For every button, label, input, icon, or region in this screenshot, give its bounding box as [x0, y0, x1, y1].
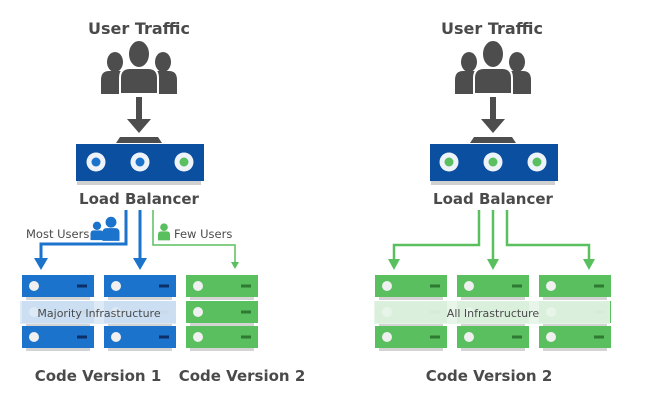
load-balancer-label-right: Load Balancer: [433, 190, 554, 208]
server-led-icon: [111, 332, 121, 342]
lb-light-1-right: [439, 152, 459, 172]
right-panel: User Traffic Load Balance: [374, 19, 611, 385]
server-unit: [539, 275, 611, 300]
users-group-icon-right: [454, 39, 532, 95]
server-led-icon: [111, 281, 121, 291]
server-unit: [186, 326, 258, 351]
server-led-icon: [546, 281, 556, 291]
most-users-label: Most Users: [26, 227, 89, 241]
server-led-icon: [193, 332, 203, 342]
route-center: [487, 210, 499, 270]
users-group-icon: [100, 39, 178, 95]
server-unit: [457, 275, 529, 300]
server-led-icon: [382, 332, 392, 342]
majority-infrastructure-label: Majority Infrastructure: [37, 307, 160, 320]
server-led-icon: [464, 332, 474, 342]
lb-light-3: [174, 152, 194, 172]
load-balancer-device: [76, 137, 204, 185]
load-balancer-label: Load Balancer: [79, 190, 200, 208]
server-unit: [375, 275, 447, 300]
load-balancer-device-right: [430, 137, 558, 185]
lb-light-2: [130, 152, 150, 172]
few-users-label: Few Users: [174, 227, 232, 241]
all-infrastructure-overlay: [374, 301, 610, 324]
lb-light-1: [86, 152, 106, 172]
lb-light-2-right: [483, 152, 503, 172]
server-unit: [22, 275, 94, 300]
route-left: [388, 210, 481, 270]
server-unit: [22, 326, 94, 351]
code-version-1-label: Code Version 1: [35, 367, 162, 385]
server-unit: [186, 301, 258, 326]
route-right: [505, 210, 595, 270]
server-unit: [104, 275, 176, 300]
server-led-icon: [193, 307, 203, 317]
most-users-route: [34, 210, 128, 270]
server-led-icon: [464, 281, 474, 291]
majority-overlay: [20, 301, 176, 324]
server-led-icon: [382, 281, 392, 291]
server-stack: [186, 275, 258, 351]
server-unit: [104, 326, 176, 351]
traffic-arrow: [127, 97, 151, 133]
server-unit: [186, 275, 258, 300]
server-led-icon: [193, 281, 203, 291]
all-infrastructure-label: All Infrastructure: [447, 307, 540, 320]
server-led-icon: [546, 332, 556, 342]
most-users-icon: [90, 216, 120, 241]
server-unit: [457, 326, 529, 351]
few-users-route: [152, 210, 239, 269]
majority-route: [133, 210, 147, 270]
server-unit: [375, 326, 447, 351]
code-version-2-label-right: Code Version 2: [426, 367, 553, 385]
traffic-arrow-right: [481, 97, 505, 133]
server-unit: [539, 326, 611, 351]
left-panel: User Traffic Lo: [20, 19, 305, 385]
few-users-icon: [158, 223, 170, 241]
code-version-2-label: Code Version 2: [179, 367, 306, 385]
lb-light-3-right: [527, 152, 547, 172]
user-traffic-label-right: User Traffic: [441, 19, 543, 38]
user-traffic-label: User Traffic: [88, 19, 190, 38]
server-led-icon: [29, 332, 39, 342]
server-led-icon: [29, 281, 39, 291]
